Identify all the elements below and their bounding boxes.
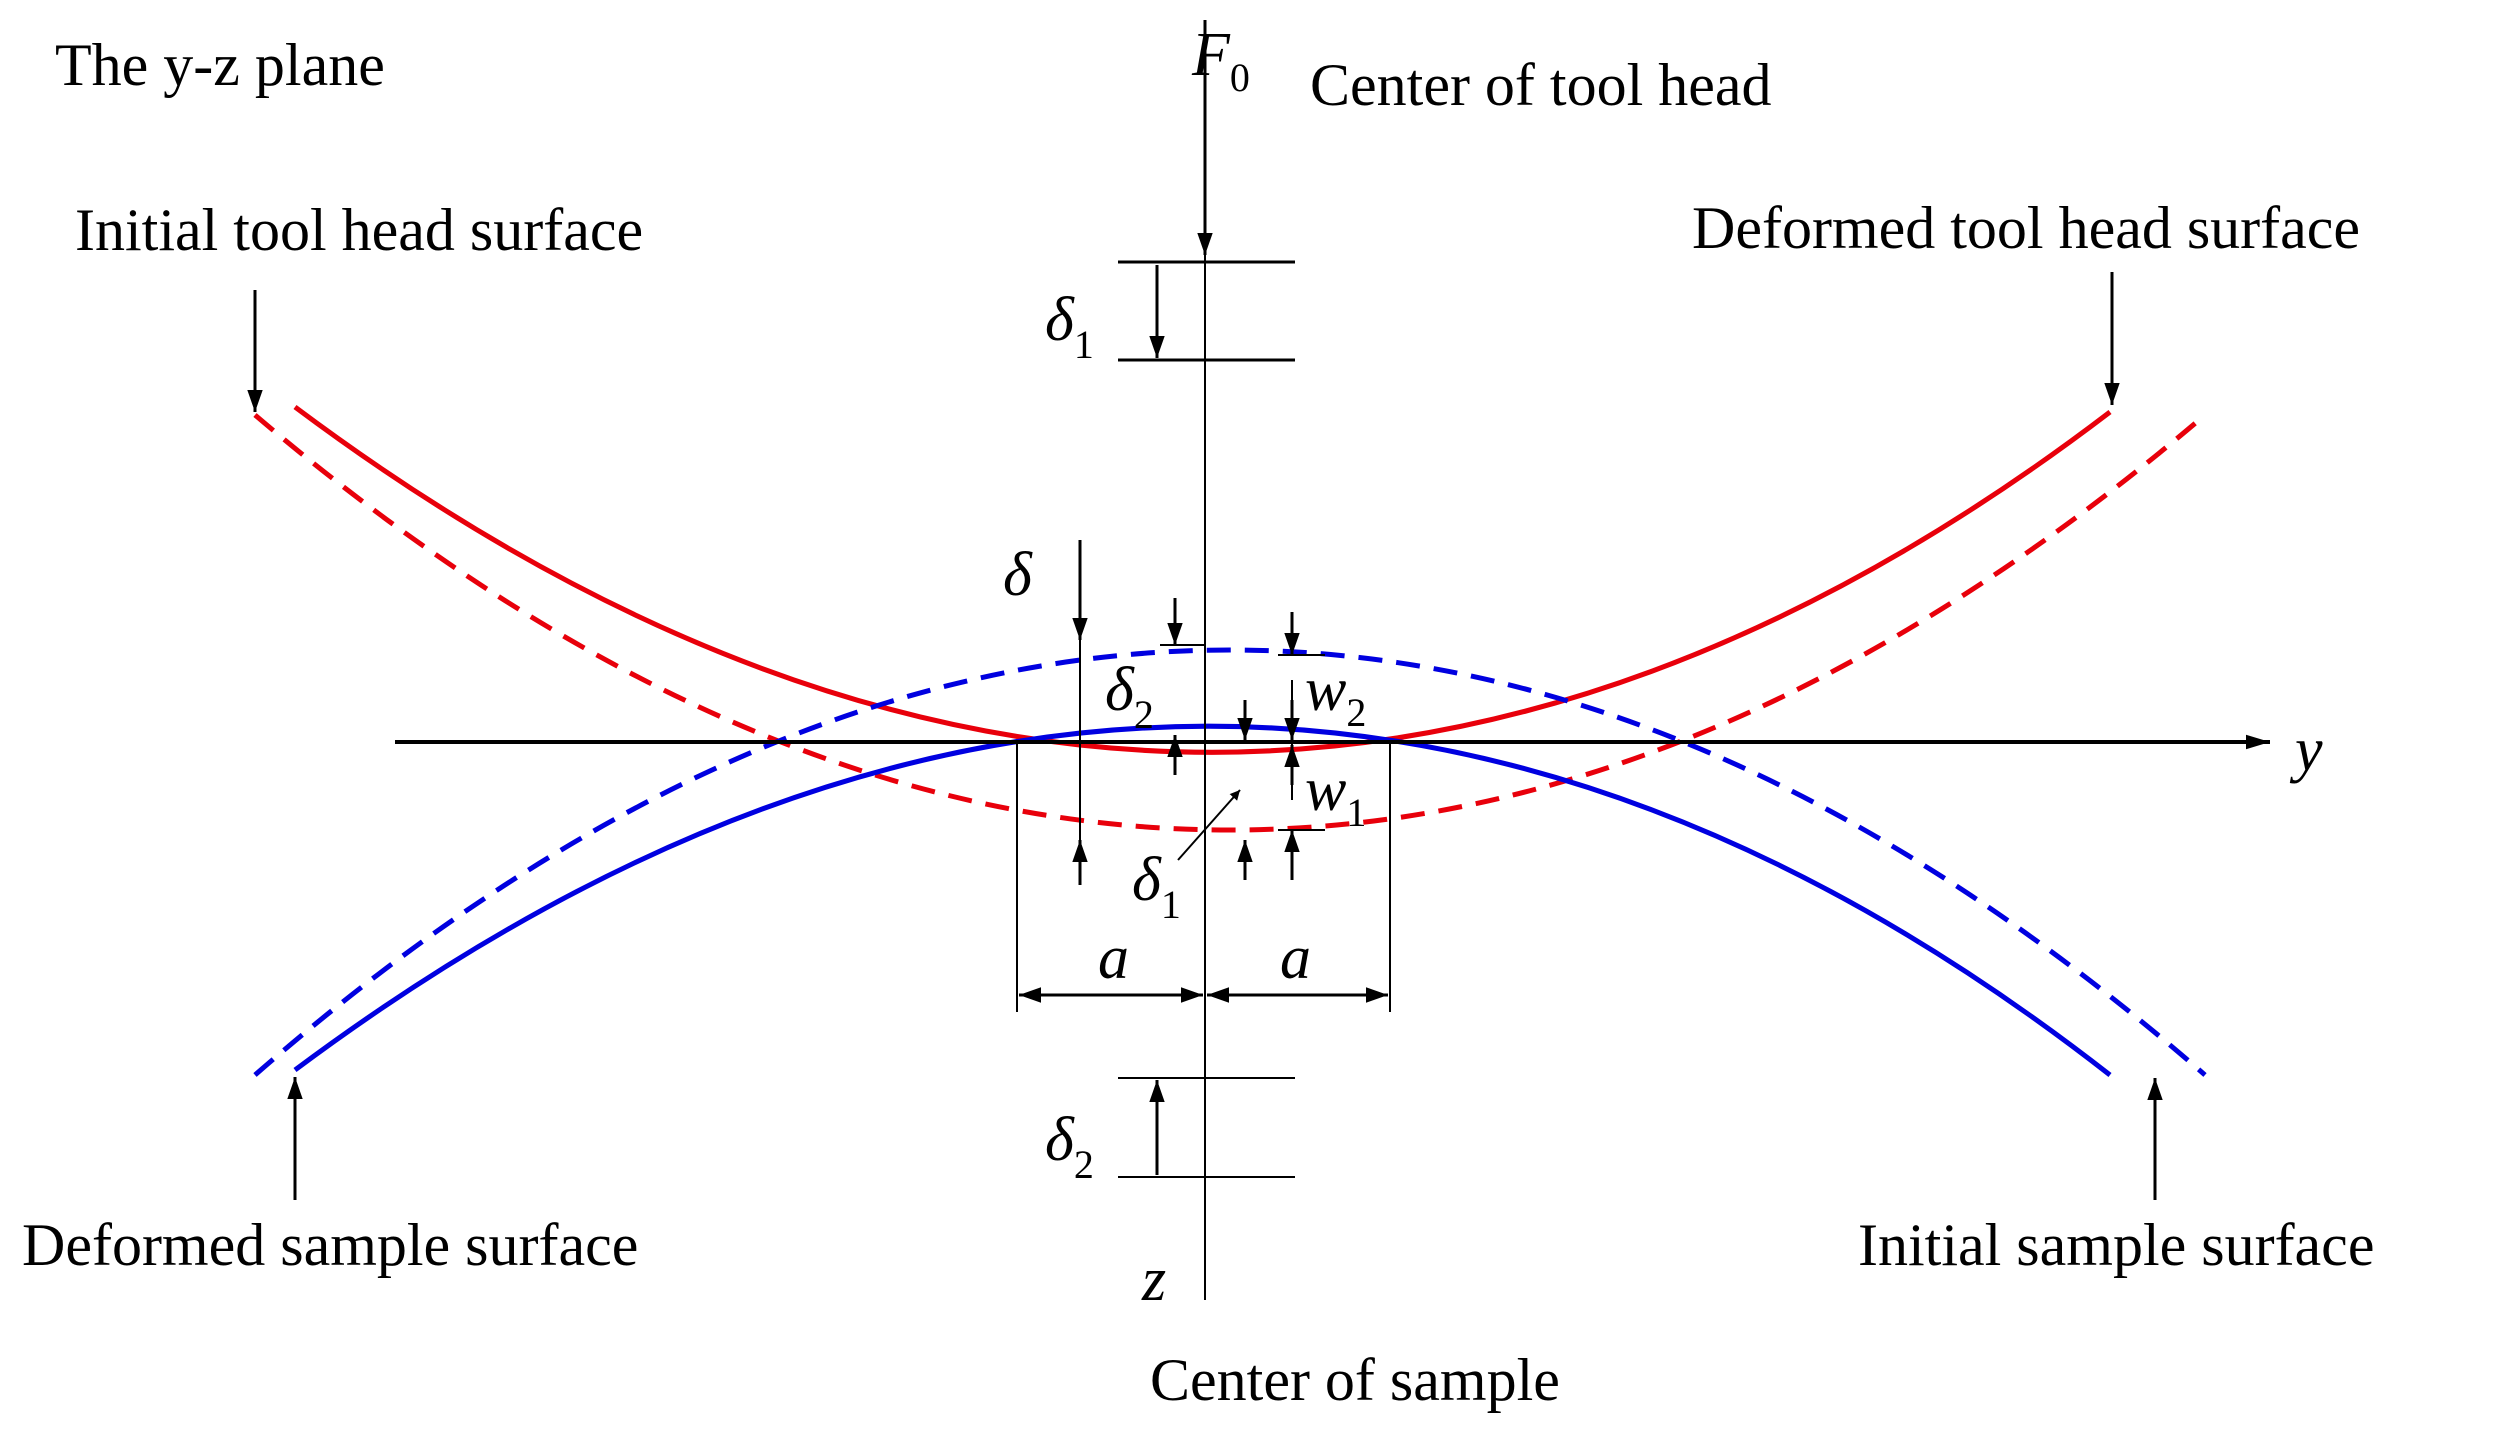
y-axis-label: y xyxy=(2289,716,2323,784)
deformed-tool-label: Deformed tool head surface xyxy=(1692,195,2360,261)
plane-label: The y-z plane xyxy=(55,32,385,98)
w2-label: w2 xyxy=(1305,656,1366,735)
deformed-sample-label: Deformed sample surface xyxy=(22,1212,638,1278)
delta-label: δ xyxy=(1003,541,1033,609)
z-axis-label: z xyxy=(1141,1246,1166,1314)
deformed-sample-surface-curve xyxy=(293,723,2112,1077)
initial-tool-head-surface-curve xyxy=(253,413,2207,833)
initial-tool-label: Initial tool head surface xyxy=(75,197,643,263)
deformed-tool-head-surface-curve xyxy=(293,404,2112,755)
a-left-label: a xyxy=(1098,924,1129,992)
delta1-mid-leader xyxy=(1177,789,1241,861)
bottom-center-label: Center of sample xyxy=(1150,1347,1560,1413)
delta1-mid-label: δ1 xyxy=(1132,846,1181,927)
delta1-top-label: δ1 xyxy=(1045,286,1094,367)
top-center-label: Center of tool head xyxy=(1310,52,1772,118)
delta2-mid-label: δ2 xyxy=(1105,656,1154,737)
initial-sample-label: Initial sample surface xyxy=(1858,1212,2374,1278)
a-right-label: a xyxy=(1280,924,1311,992)
w1-label: w1 xyxy=(1305,756,1366,835)
initial-sample-surface-curve xyxy=(253,647,2207,1077)
force-label: F0 xyxy=(1191,21,1250,100)
delta2-bottom-label: δ2 xyxy=(1045,1106,1094,1187)
